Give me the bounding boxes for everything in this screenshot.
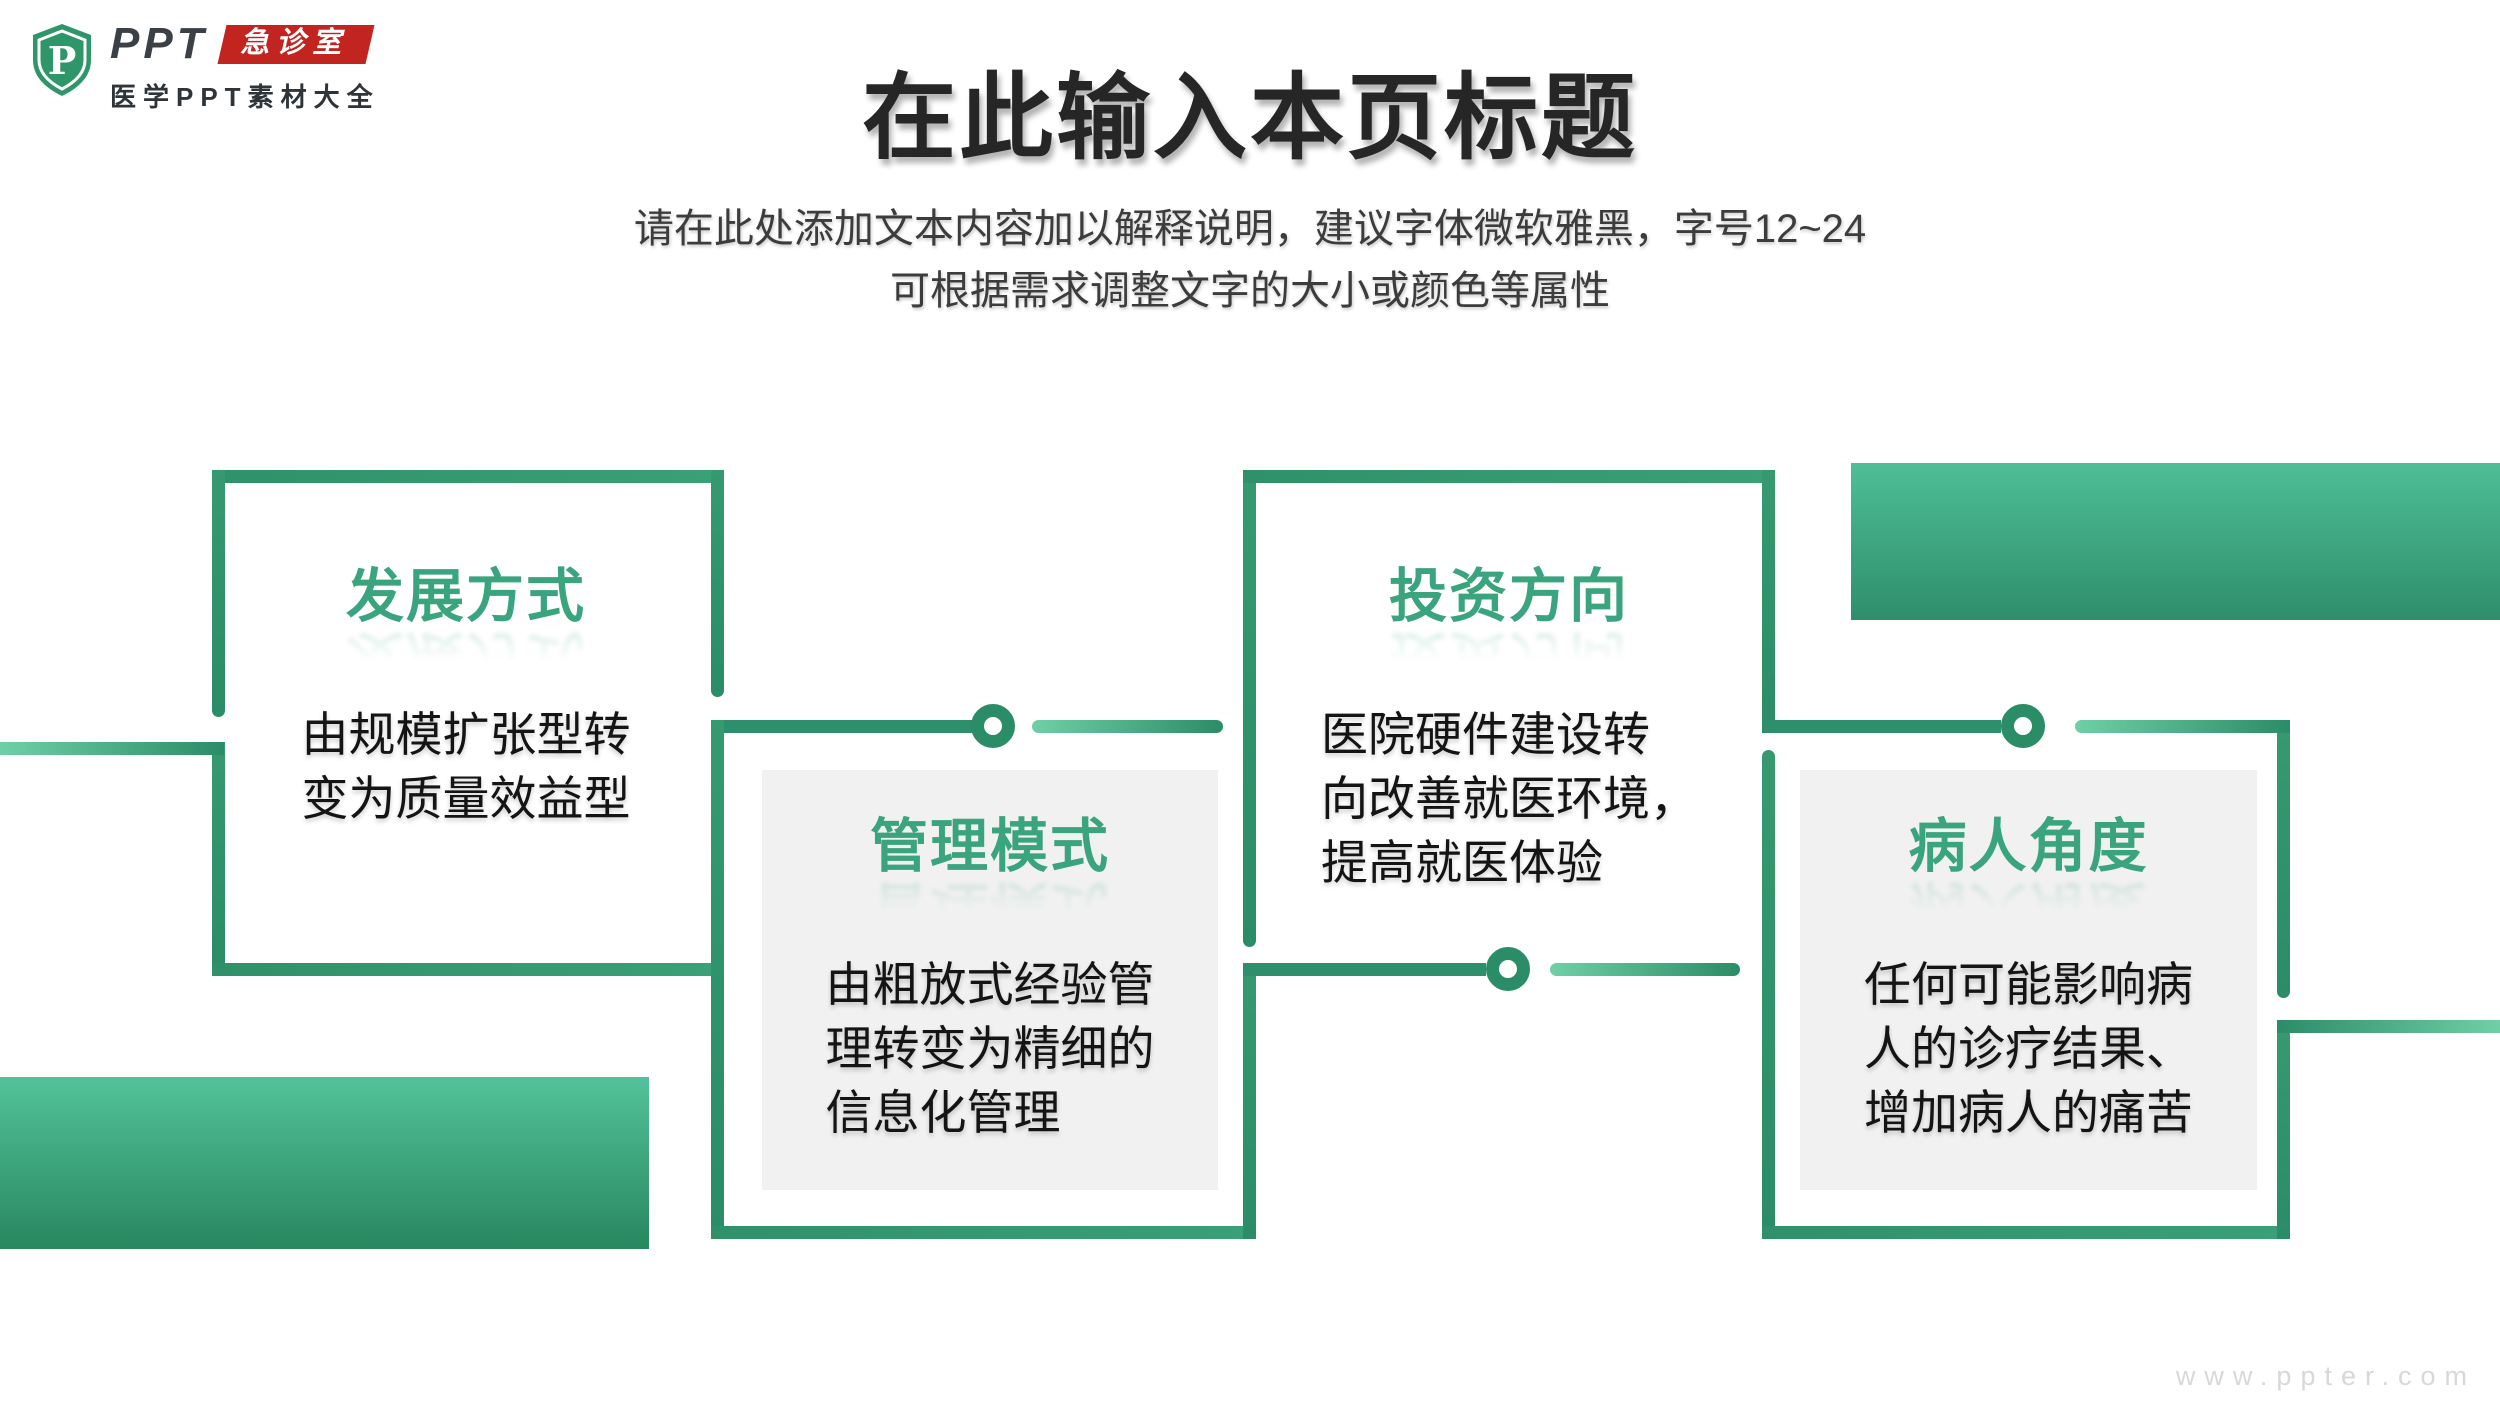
box-development-title-text: 发展方式 bbox=[345, 564, 586, 629]
connector-line-3 bbox=[1762, 720, 2001, 733]
box-investment-title-reflection: 投资方向 bbox=[1388, 625, 1629, 691]
frame-segment-box1-left-lower bbox=[212, 742, 225, 976]
shield-icon: P bbox=[33, 24, 91, 96]
body-line: 由规模扩张型转 bbox=[301, 708, 631, 762]
subtitle-line-1: 请在此处添加文本内容加以解释说明，建议字体微软雅黑，字号12~24 bbox=[633, 207, 1867, 251]
box-patient-title: 病人角度 病人角度 bbox=[1908, 814, 2149, 941]
logo-badge-label: 急诊室 bbox=[238, 26, 354, 59]
watermark: www.ppter.com bbox=[2175, 1361, 2476, 1391]
logo-text: PPT 急诊室 医学PPT素材大全 bbox=[110, 22, 380, 114]
box-investment-title: 投资方向 投资方向 bbox=[1388, 564, 1629, 691]
logo-badge: 急诊室 bbox=[217, 24, 375, 64]
connector-line-2 bbox=[1243, 963, 1486, 976]
body-line: 信息化管理 bbox=[825, 1086, 1061, 1140]
box-patient-title-text: 病人角度 bbox=[1908, 814, 2149, 879]
box-management-title-reflection: 管理模式 bbox=[869, 875, 1110, 941]
page-title: 在此输入本页标题 bbox=[861, 65, 1638, 170]
connector-dash-2 bbox=[1550, 963, 1740, 976]
body-line: 由粗放式经验管 bbox=[825, 958, 1155, 1012]
box-management-body: 由粗放式经验管 理转变为精细的 信息化管理 bbox=[826, 953, 1155, 1145]
frame-segment-box2-left bbox=[711, 720, 724, 1239]
box-development: 发展方式 发展方式 由规模扩张型转 变为质量效益型 bbox=[222, 566, 710, 831]
box-patient-title-reflection: 病人角度 bbox=[1908, 875, 2149, 941]
edge-line-right bbox=[2277, 1020, 2500, 1033]
panel-management bbox=[762, 770, 1218, 1190]
connector-line-1 bbox=[711, 720, 972, 733]
box-development-body: 由规模扩张型转 变为质量效益型 bbox=[302, 703, 631, 831]
frame-segment-box4-right-lower bbox=[2277, 1033, 2290, 1239]
frame-segment-box2-right bbox=[1243, 963, 1256, 1239]
frame-segment-box3-top bbox=[1243, 470, 1775, 483]
shield-letter: P bbox=[48, 38, 77, 83]
box-patient-body: 任何可能影响病 人的诊疗结果、 增加病人的痛苦 bbox=[1864, 953, 2193, 1145]
body-line: 变为质量效益型 bbox=[301, 772, 631, 826]
edge-line-left bbox=[0, 742, 224, 755]
connector-ring-icon-2 bbox=[1486, 947, 1530, 991]
box-management-title-text: 管理模式 bbox=[869, 814, 1110, 879]
box-management-title: 管理模式 管理模式 bbox=[869, 814, 1110, 941]
page-subtitle: 请在此处添加文本内容加以解释说明，建议字体微软雅黑，字号12~24 可根据需求调… bbox=[0, 198, 2500, 322]
body-line: 提高就医体验 bbox=[1321, 836, 1603, 890]
box-investment-body: 医院硬件建设转 向改善就医环境， 提高就医体验 bbox=[1321, 703, 1697, 895]
frame-segment-box4-right-upper bbox=[2277, 733, 2290, 998]
frame-segment-box4-left bbox=[1762, 750, 1775, 1239]
frame-segment-box2-bottom bbox=[711, 1226, 1256, 1239]
box-investment-title-text: 投资方向 bbox=[1388, 564, 1629, 629]
panel-patient bbox=[1800, 770, 2257, 1190]
connector-dash-1 bbox=[1032, 720, 1223, 733]
body-line: 向改善就医环境， bbox=[1321, 772, 1697, 826]
frame-segment-box1-right bbox=[711, 470, 724, 697]
body-line: 医院硬件建设转 bbox=[1321, 708, 1650, 762]
body-line: 人的诊疗结果、 bbox=[1864, 1022, 2193, 1076]
connector-dash-3 bbox=[2075, 720, 2290, 733]
frame-segment-box3-right bbox=[1762, 470, 1775, 733]
subtitle-line-2: 可根据需求调整文字的大小或颜色等属性 bbox=[890, 269, 1610, 313]
frame-segment-box4-bottom bbox=[1762, 1226, 2290, 1239]
accent-rect-bottom-left bbox=[0, 1077, 649, 1249]
accent-rect-top-right bbox=[1851, 463, 2500, 620]
connector-ring-icon-1 bbox=[971, 704, 1015, 748]
frame-segment-box1-left-upper bbox=[212, 470, 225, 717]
box-development-title-reflection: 发展方式 bbox=[345, 625, 586, 691]
box-development-title: 发展方式 发展方式 bbox=[345, 564, 586, 691]
connector-ring-icon-3 bbox=[2001, 704, 2045, 748]
box-management: 管理模式 管理模式 由粗放式经验管 理转变为精细的 信息化管理 bbox=[762, 816, 1218, 1145]
logo: P PPT 急诊室 医学PPT素材大全 bbox=[30, 22, 380, 114]
box-investment: 投资方向 投资方向 医院硬件建设转 向改善就医环境， 提高就医体验 bbox=[1256, 566, 1762, 895]
logo-tagline: 医学PPT素材大全 bbox=[110, 82, 380, 112]
body-line: 任何可能影响病 bbox=[1864, 958, 2193, 1012]
body-line: 理转变为精细的 bbox=[825, 1022, 1155, 1076]
frame-segment-box1-bottom bbox=[212, 963, 724, 976]
frame-segment-box3-left bbox=[1243, 470, 1256, 947]
frame-segment-box1-top bbox=[212, 470, 724, 483]
logo-name: PPT bbox=[110, 19, 208, 68]
box-patient: 病人角度 病人角度 任何可能影响病 人的诊疗结果、 增加病人的痛苦 bbox=[1800, 816, 2257, 1145]
body-line: 增加病人的痛苦 bbox=[1864, 1086, 2193, 1140]
